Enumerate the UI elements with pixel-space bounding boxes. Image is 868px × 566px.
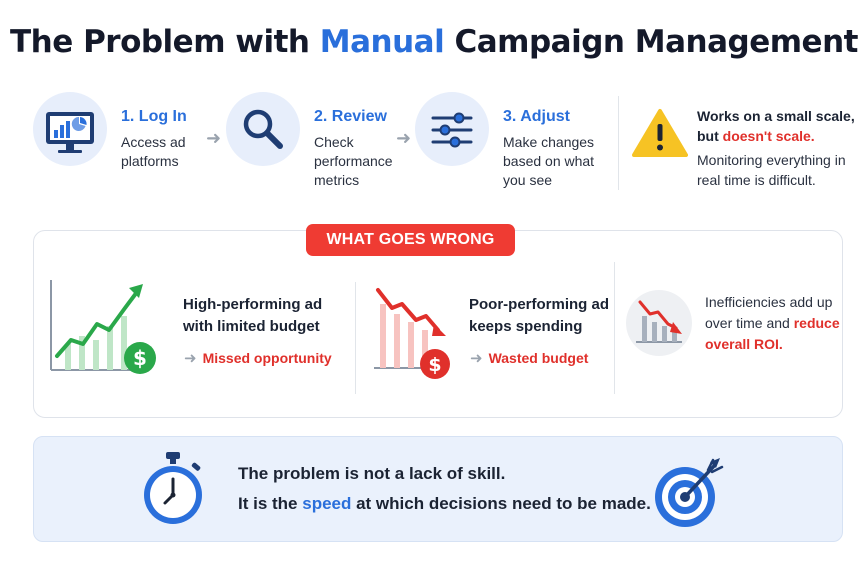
target-icon xyxy=(655,458,724,527)
scale-note-red: doesn't scale. xyxy=(722,128,815,144)
declining-bars-icon xyxy=(626,290,692,356)
divider xyxy=(614,262,615,394)
monitor-chart-icon xyxy=(33,92,107,166)
svg-text:$: $ xyxy=(428,354,441,376)
conclusion-line-2: It is the speed at which decisions need … xyxy=(238,494,651,513)
svg-text:$: $ xyxy=(133,346,147,370)
arrow-right-icon: ➜ xyxy=(206,128,222,148)
arrow-right-icon: ➜ xyxy=(184,350,197,367)
scale-note: Works on a small scale, but doesn't scal… xyxy=(697,108,855,144)
case-title: Poor-performing ad keeps spending xyxy=(469,296,610,335)
stopwatch-icon xyxy=(144,452,202,524)
divider xyxy=(618,96,619,190)
scale-note-detail: Monitoring everything in real time is di… xyxy=(697,152,846,188)
arrow-right-icon: ➜ xyxy=(396,128,412,148)
step-desc: Check performance metrics xyxy=(314,134,393,188)
page-title: The Problem with Manual Campaign Managem… xyxy=(10,24,858,60)
title-highlight: Manual xyxy=(319,24,445,60)
step-desc: Access ad platforms xyxy=(121,134,186,169)
case-outcome: ➜Wasted budget xyxy=(470,350,589,367)
step-title: 1. Log In xyxy=(121,108,187,125)
arrow-right-icon: ➜ xyxy=(470,350,483,367)
conclusion-line-1: The problem is not a lack of skill. xyxy=(238,464,506,483)
what-goes-wrong-panel xyxy=(33,230,843,418)
what-goes-wrong-badge: WHAT GOES WRONG xyxy=(306,224,515,256)
step-desc: Make changes based on what you see xyxy=(503,134,595,188)
step-title: 2. Review xyxy=(314,108,387,125)
summary-red: reduce overall ROI. xyxy=(705,315,840,352)
rising-chart-dollar-icon: $ xyxy=(50,280,156,374)
case-outcome: ➜Missed opportunity xyxy=(184,350,332,367)
warning-icon xyxy=(632,109,688,157)
divider xyxy=(355,282,356,394)
case-title: High-performing ad with limited budget xyxy=(183,296,323,335)
conclusion-highlight: speed xyxy=(302,494,352,513)
magnifier-icon xyxy=(226,92,300,166)
falling-chart-dollar-icon: $ xyxy=(374,288,450,379)
step-title: 3. Adjust xyxy=(503,108,570,125)
sliders-icon xyxy=(415,92,489,166)
inefficiency-summary: Inefficiencies add up over time and redu… xyxy=(705,294,840,352)
